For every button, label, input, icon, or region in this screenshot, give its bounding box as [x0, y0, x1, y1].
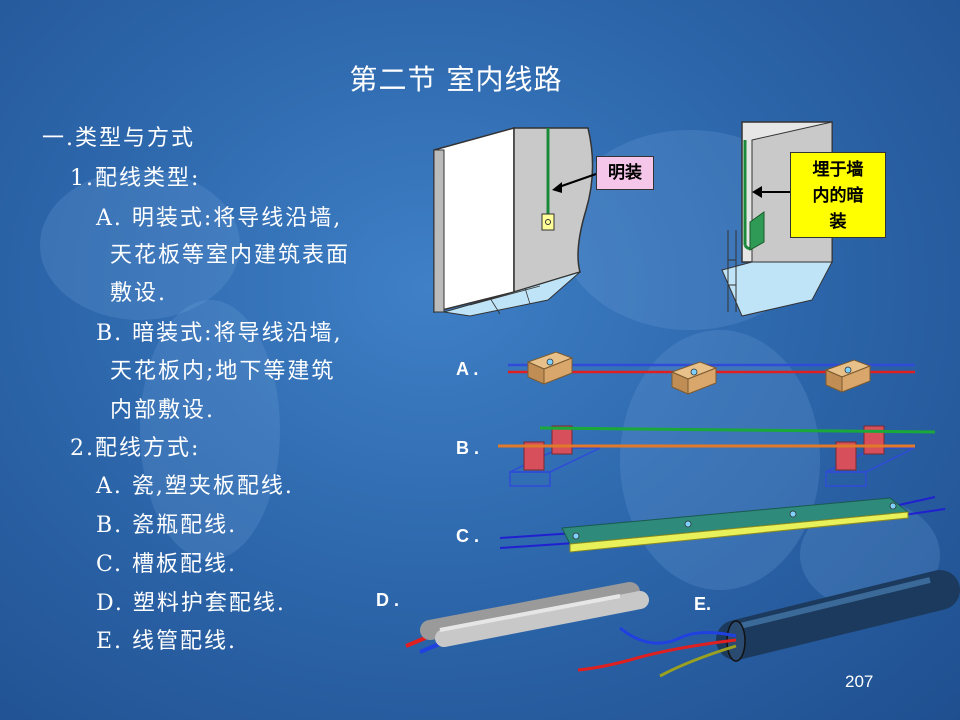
map-background: [40, 170, 240, 320]
outline-item: B. 瓷瓶配线.: [96, 513, 238, 538]
outline-item: A. 明装式:将导线沿墙,: [96, 206, 343, 231]
exposed-wiring-callout: 明装: [596, 156, 654, 190]
page-number: 207: [845, 672, 874, 691]
figure-label-a: A .: [456, 359, 479, 379]
insulator-wiring-figure: [498, 425, 936, 487]
outline-heading: 一.类型与方式: [42, 126, 195, 151]
outline-item: 天花板内;地下等建筑: [110, 359, 336, 384]
map-background: [140, 300, 280, 560]
outline-item: A. 瓷,塑夹板配线.: [96, 474, 294, 499]
slide-title: 第二节 室内线路: [349, 63, 563, 96]
concealed-wiring-callout: 埋于墙 内的暗 装: [790, 152, 886, 238]
figure-label-c: C .: [456, 526, 480, 546]
outline-item: D. 塑料护套配线.: [96, 591, 286, 616]
outline-subheading: 1.配线类型:: [70, 166, 201, 191]
outline-item: 内部敷设.: [110, 398, 215, 423]
sheathed-cable-figure: [405, 582, 649, 654]
figure-label-d: D .: [376, 590, 400, 610]
outline-item: 敷设.: [110, 281, 167, 306]
trunking-wiring-figure: [499, 496, 946, 553]
figure-label-b: B .: [456, 438, 480, 458]
outline-item: C. 槽板配线.: [96, 552, 238, 577]
concealed-callout-line: 内的暗: [812, 186, 864, 206]
exposed-wiring-figure: [433, 127, 597, 317]
concealed-callout-line: 装: [829, 212, 847, 232]
outline-item: B. 暗装式:将导线沿墙,: [96, 321, 343, 346]
figure-label-e: E.: [694, 594, 712, 614]
outline-item: 天花板等室内建筑表面: [110, 243, 351, 268]
clamp-wiring-figure: [508, 351, 915, 395]
conduit-wiring-figure: [577, 570, 960, 678]
concealed-callout-line: 埋于墙: [812, 160, 864, 180]
map-background: [620, 330, 820, 590]
outline-subheading: 2.配线方式:: [70, 436, 201, 461]
outline-item: E. 线管配线.: [96, 629, 238, 654]
